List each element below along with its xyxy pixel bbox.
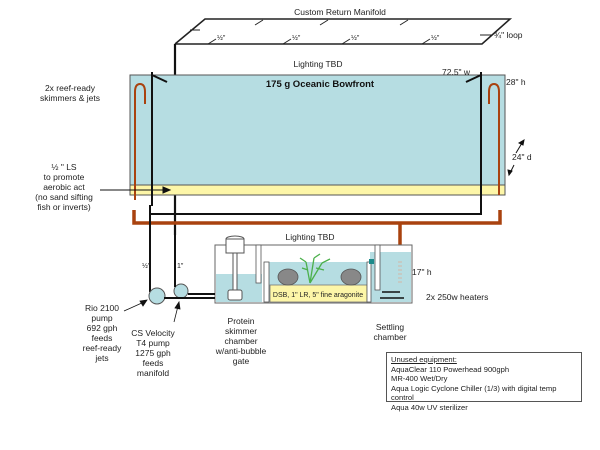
note-line: 2x reef-ready <box>45 83 96 93</box>
pipe-label-right: 1" <box>177 263 184 270</box>
manifold-title: Custom Return Manifold <box>294 7 386 17</box>
unused-equipment-item: AquaClear 110 Powerhead 900gph <box>391 364 510 374</box>
caption-line: pump <box>91 313 113 323</box>
sump-height-label: 17" h <box>412 267 432 277</box>
rio-pump-icon <box>148 287 166 305</box>
baffle <box>263 261 270 303</box>
baffle <box>374 244 381 291</box>
live-rock-icon <box>340 268 362 286</box>
sand-bed-arrow-icon <box>100 186 172 194</box>
sand-bed-note: ½ " LS to promote aerobic act (no sand s… <box>35 162 93 212</box>
caption-line: manifold <box>137 368 169 378</box>
float-switch-icon <box>369 259 374 264</box>
manifold-outlet-label: ½" <box>431 34 440 42</box>
outlet-tick <box>341 38 351 45</box>
sand-bed <box>129 184 506 196</box>
heater-icon <box>380 291 404 299</box>
unused-equipment-item: Aqua Logic Cyclone Chiller (1/3) with di… <box>391 383 557 403</box>
skimmer-overflow-left <box>151 72 168 206</box>
note-line: aerobic act <box>43 182 85 192</box>
skimmer-overflow-right <box>465 72 482 206</box>
caption-line: skimmer <box>225 326 257 336</box>
caption-line: Settling <box>376 322 405 332</box>
caption-line: feeds <box>143 358 164 368</box>
caption-line: jets <box>94 353 108 363</box>
drain-plumbing <box>149 205 482 292</box>
cs-velocity-pump-icon <box>173 283 189 299</box>
refugium-label: DSB, 1" LR, 5" fine aragonite <box>273 292 363 299</box>
manifold-outline <box>174 18 513 45</box>
unused-equipment-box: Unused equipment: AquaClear 110 Powerhea… <box>386 352 582 412</box>
return-jet-right <box>488 82 500 195</box>
live-rock-icon <box>277 268 299 286</box>
tank-depth-label: 24" d <box>512 152 532 162</box>
caption-line: chamber <box>224 336 257 346</box>
unused-equipment-item: MR-400 Wet/Dry <box>391 374 448 384</box>
outlet-tick <box>282 38 292 45</box>
cs-pump-caption: CS Velocity T4 pump 1275 gph feeds manif… <box>131 328 175 378</box>
cs-pointer-arrow-icon <box>173 300 181 323</box>
note-line: fish or inverts) <box>37 202 91 212</box>
display-tank <box>129 74 506 191</box>
caption-line: reef-ready <box>83 343 122 353</box>
sump-lighting-label: Lighting TBD <box>286 232 335 242</box>
loop-label: ¾" loop <box>494 30 523 40</box>
rio-pointer-arrow-icon <box>123 299 148 312</box>
caption-line: 1275 gph <box>135 348 171 358</box>
caption-line: T4 pump <box>136 338 170 348</box>
depth-arrow-icon <box>507 138 525 177</box>
manifold-outlet-label: ½" <box>217 34 226 42</box>
unused-equipment-header: Unused equipment: <box>391 355 457 364</box>
caption-line: CS Velocity <box>131 328 175 338</box>
tank-height-label: 28" h <box>506 77 526 87</box>
note-line: (no sand sifting <box>35 192 93 202</box>
pump-plumbing <box>164 235 215 299</box>
caption-line: feeds <box>92 333 113 343</box>
display-lighting-label: Lighting TBD <box>294 59 343 69</box>
settling-chamber-caption: Settling chamber <box>373 322 406 342</box>
tank-width-label: 72.5" w <box>442 67 471 77</box>
note-line: to promote <box>44 172 85 182</box>
caption-line: 692 gph <box>87 323 118 333</box>
outlet-tick <box>254 19 264 26</box>
return-intake-icon <box>398 261 402 283</box>
rio-pump-caption: Rio 2100 pump 692 gph feeds reef-ready j… <box>83 303 122 363</box>
caption-line: gate <box>233 356 250 366</box>
manifold-outlet-label: ½" <box>351 34 360 42</box>
note-line: skimmers & jets <box>40 93 100 103</box>
skimmer-chamber-caption: Protein skimmer chamber w/anti-bubble ga… <box>215 316 267 366</box>
pipe-label-left: ½" <box>142 262 151 270</box>
outlet-tick <box>319 19 329 26</box>
note-line: ½ " LS <box>51 162 77 172</box>
manifold-outlet-label: ½" <box>292 34 301 42</box>
caption-line: Rio 2100 <box>85 303 119 313</box>
outlet-tick <box>421 38 431 45</box>
baffle <box>255 244 262 284</box>
display-tank-title: 175 g Oceanic Bowfront <box>266 79 375 90</box>
heaters-label: 2x 250w heaters <box>426 292 488 302</box>
caption-line: chamber <box>373 332 406 342</box>
protein-skimmer-icon <box>225 235 245 301</box>
outlet-tick <box>207 38 217 45</box>
macroalgae-icon <box>299 253 331 284</box>
unused-equipment-item: Aqua 40w UV sterilizer <box>391 402 468 412</box>
caption-line: Protein <box>228 316 255 326</box>
return-jet-left <box>134 82 146 200</box>
caption-line: w/anti-bubble <box>215 346 267 356</box>
outlet-tick <box>399 19 409 26</box>
baffle <box>366 261 372 303</box>
skimmers-note: 2x reef-ready skimmers & jets <box>40 83 100 103</box>
